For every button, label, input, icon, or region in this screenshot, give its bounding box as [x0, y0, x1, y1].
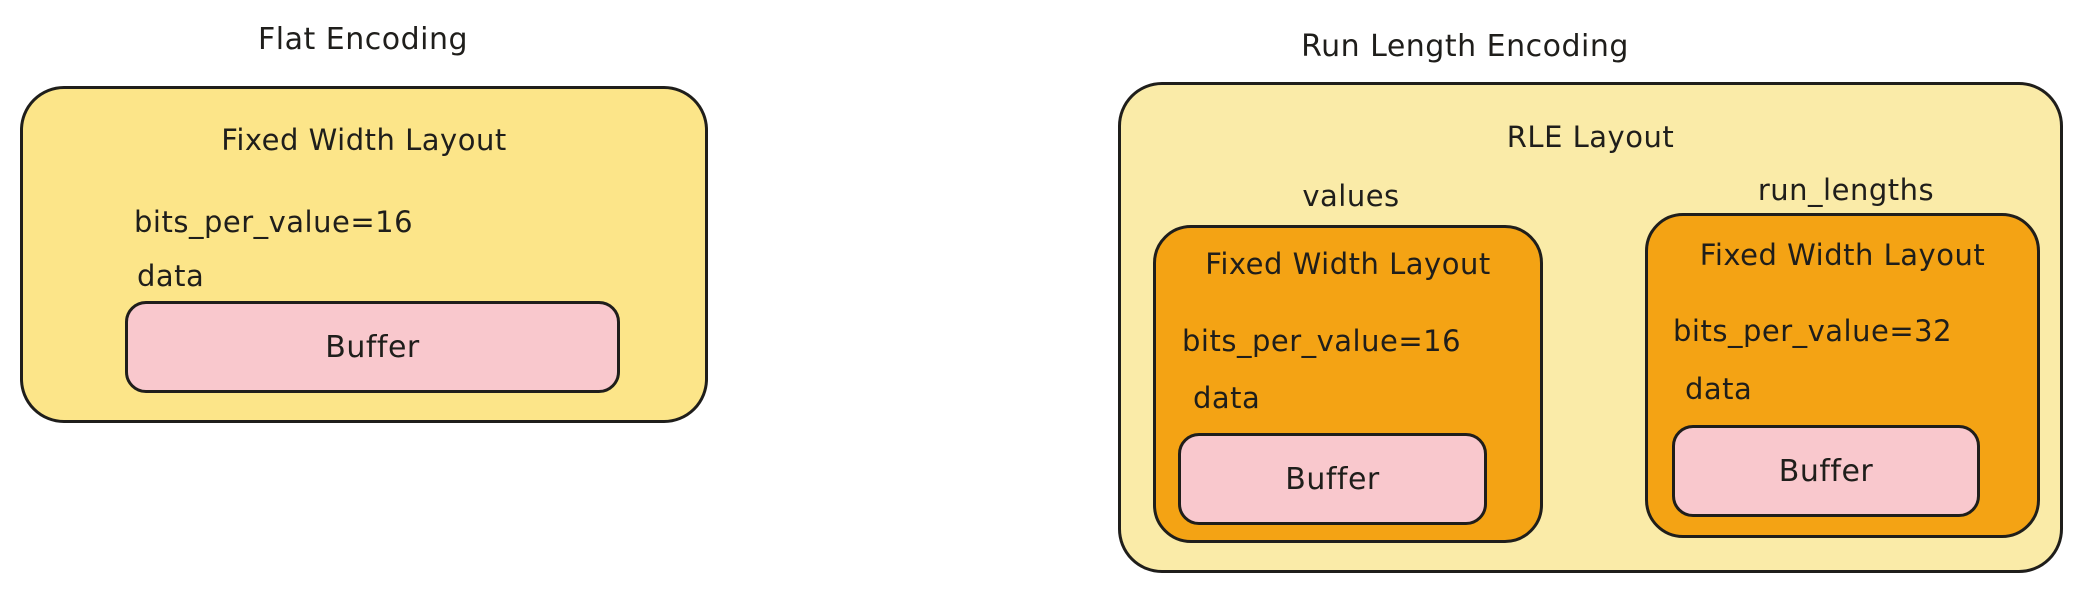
- flat-buffer-label: Buffer: [325, 329, 420, 365]
- values-buffer-box: Buffer: [1178, 433, 1487, 525]
- rle-layout-header: RLE Layout: [1506, 120, 1675, 154]
- run-lengths-label: run_lengths: [1757, 173, 1935, 207]
- flat-encoding-title: Flat Encoding: [257, 22, 469, 57]
- run-lengths-bits-per-value-label: bits_per_value=32: [1673, 314, 1953, 348]
- values-label: values: [1302, 179, 1400, 213]
- run-lengths-buffer-box: Buffer: [1672, 425, 1980, 517]
- values-bits-per-value-label: bits_per_value=16: [1182, 324, 1462, 358]
- run-lengths-data-label: data: [1685, 372, 1753, 406]
- run-lengths-buffer-label: Buffer: [1778, 453, 1874, 489]
- flat-data-label: data: [137, 259, 205, 293]
- values-layout-header: Fixed Width Layout: [1205, 247, 1491, 281]
- run-lengths-layout-header: Fixed Width Layout: [1699, 238, 1986, 272]
- values-data-label: data: [1193, 381, 1261, 415]
- flat-bits-per-value-label: bits_per_value=16: [134, 205, 414, 239]
- flat-buffer-box: Buffer: [125, 301, 620, 393]
- values-buffer-label: Buffer: [1285, 461, 1380, 497]
- rle-encoding-title: Run Length Encoding: [1301, 29, 1629, 64]
- flat-layout-header: Fixed Width Layout: [221, 123, 507, 157]
